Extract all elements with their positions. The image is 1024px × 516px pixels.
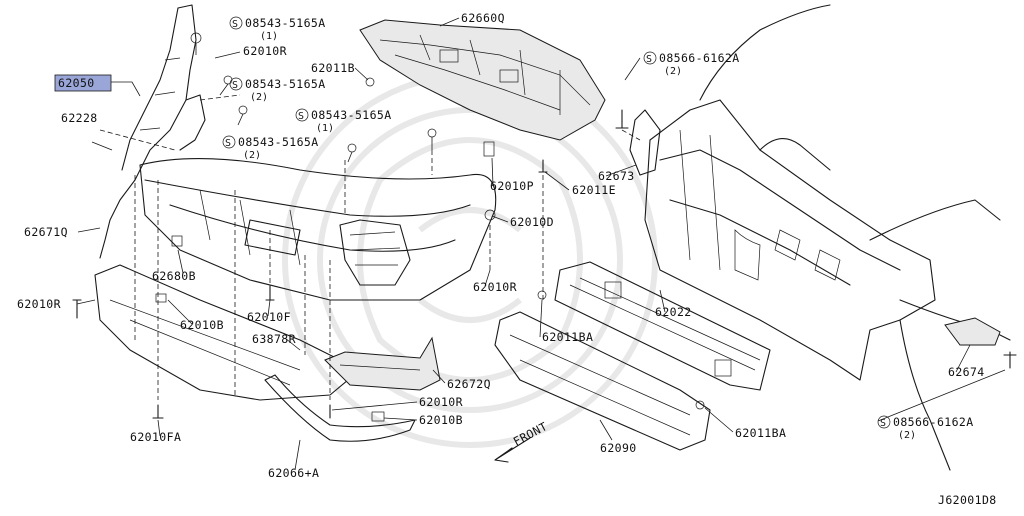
svg-text:(1): (1) [316, 123, 334, 134]
svg-text:S: S [225, 138, 231, 149]
svg-text:(1): (1) [260, 31, 278, 42]
label-62050[interactable]: 62050 [54, 74, 112, 92]
svg-text:08543-5165A: 08543-5165A [311, 108, 392, 122]
upper-cover-62660Q [359, 19, 606, 141]
screw-label-2[interactable]: S 08543-5165A (2) [229, 77, 326, 103]
label-62011E[interactable]: 62011E [572, 183, 616, 197]
svg-text:08543-5165A: 08543-5165A [245, 77, 326, 91]
label-62660Q[interactable]: 62660Q [461, 11, 505, 25]
deflector-62672Q [324, 336, 441, 391]
label-62010R-top[interactable]: 62010R [243, 44, 287, 58]
svg-text:S: S [232, 19, 238, 30]
bracket-62674 [944, 317, 1001, 346]
label-62228[interactable]: 62228 [61, 111, 98, 125]
screw-icon [190, 32, 437, 163]
body-structure [644, 4, 1011, 471]
svg-text:S: S [646, 54, 652, 65]
label-62680B[interactable]: 62680B [152, 269, 196, 283]
svg-text:08566-6162A: 08566-6162A [659, 51, 740, 65]
front-arrow-icon [494, 437, 531, 463]
svg-text:08543-5165A: 08543-5165A [238, 135, 319, 149]
bumper-fascia-62022 [139, 158, 497, 301]
screw-label-6[interactable]: S 08566-6162A (2) [877, 415, 974, 441]
reinforcement-62022 [554, 261, 771, 391]
diagram-id: J62001D8 [938, 493, 997, 507]
label-62010FA[interactable]: 62010FA [130, 430, 181, 444]
label-62010F[interactable]: 62010F [247, 310, 291, 324]
svg-text:(2): (2) [243, 150, 261, 161]
svg-text:08566-6162A: 08566-6162A [893, 415, 974, 429]
label-62011BA-b[interactable]: 62011BA [735, 426, 786, 440]
label-62011B[interactable]: 62011B [311, 61, 355, 75]
label-62672Q[interactable]: 62672Q [447, 377, 491, 391]
label-62010B-b[interactable]: 62010B [419, 413, 463, 427]
bolt-icon [72, 109, 1017, 419]
label-62673[interactable]: 62673 [598, 169, 635, 183]
label-62010R-b[interactable]: 62010R [419, 395, 463, 409]
screw-label-5[interactable]: S 08566-6162A (2) [643, 51, 740, 77]
label-63878R[interactable]: 63878R [252, 332, 296, 346]
bracket-62673 [629, 109, 661, 176]
svg-text:62050: 62050 [58, 76, 95, 90]
label-62022[interactable]: 62022 [655, 305, 692, 319]
screw-label-4[interactable]: S 08543-5165A (2) [222, 135, 319, 161]
label-62010P[interactable]: 62010P [490, 179, 534, 193]
clip-icon [155, 141, 496, 422]
screw-label-3[interactable]: S 08543-5165A (1) [295, 108, 392, 134]
label-62010R-c[interactable]: 62010R [473, 280, 517, 294]
under-cover-62066 [94, 264, 416, 442]
label-62011BA-a[interactable]: 62011BA [542, 330, 593, 344]
label-62674[interactable]: 62674 [948, 365, 985, 379]
svg-text:(2): (2) [898, 430, 916, 441]
svg-text:(2): (2) [664, 66, 682, 77]
label-62066A[interactable]: 62066+A [268, 466, 319, 480]
svg-text:(2): (2) [250, 92, 268, 103]
label-62010R-left[interactable]: 62010R [17, 297, 61, 311]
leader-lines [76, 17, 1006, 471]
svg-text:08543-5165A: 08543-5165A [245, 16, 326, 30]
svg-text:S: S [880, 418, 886, 429]
label-62090[interactable]: 62090 [600, 441, 637, 455]
label-62671Q[interactable]: 62671Q [24, 225, 68, 239]
screw-label-1[interactable]: S 08543-5165A (1) [229, 16, 326, 42]
absorber-62090 [494, 311, 711, 451]
front-label: FRONT [511, 419, 550, 449]
side-bracket-62050 [99, 4, 206, 259]
svg-text:S: S [232, 80, 238, 91]
svg-text:S: S [298, 111, 304, 122]
label-62010B-a[interactable]: 62010B [180, 318, 224, 332]
label-62010D[interactable]: 62010D [510, 215, 554, 229]
guide-lines [99, 94, 641, 400]
